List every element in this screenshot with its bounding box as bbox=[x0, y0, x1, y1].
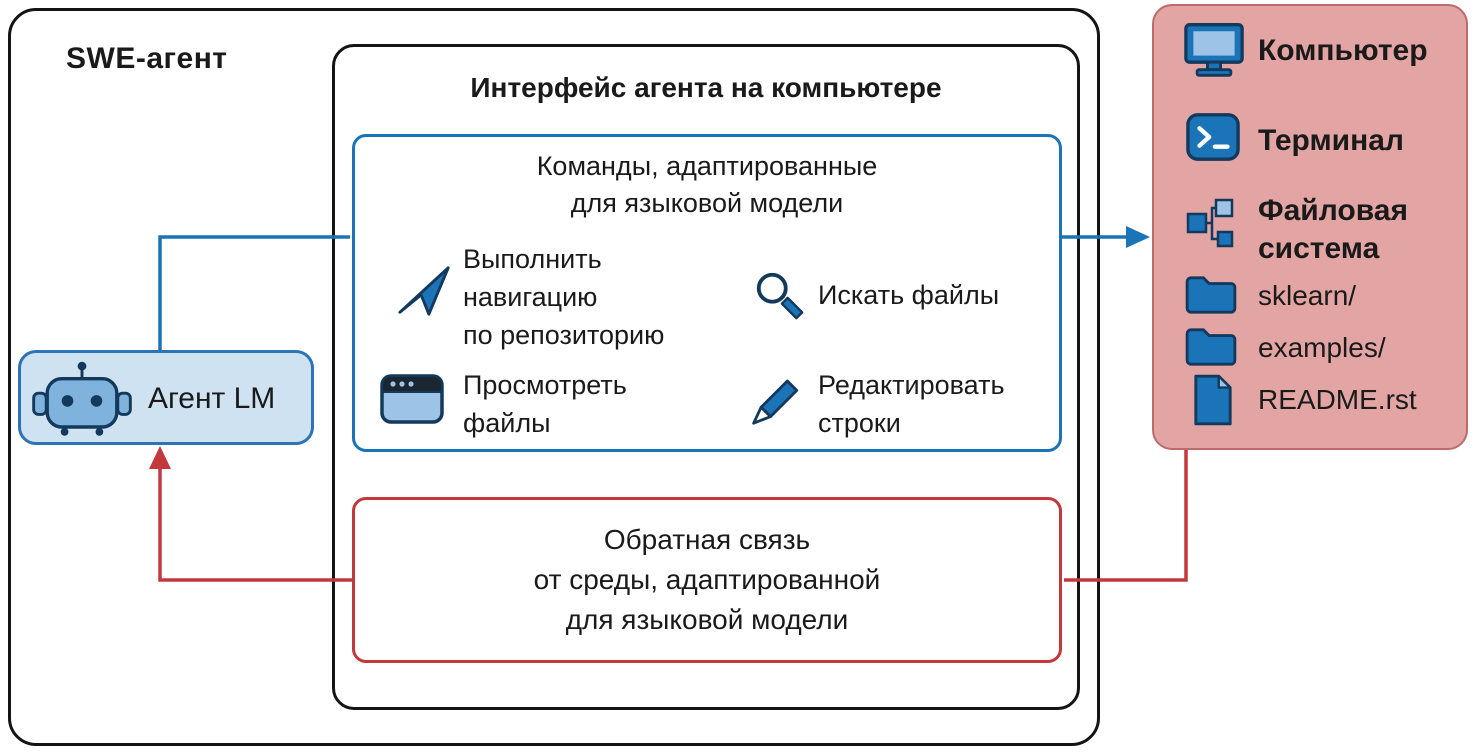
panel-computer-label: Компьютер bbox=[1258, 34, 1428, 67]
filesystem-icon bbox=[1186, 198, 1238, 250]
panel-examples-label: examples/ bbox=[1258, 332, 1386, 363]
commands-title: Команды, адаптированные для языковой мод… bbox=[536, 151, 878, 218]
folder-icon bbox=[1184, 326, 1238, 368]
panel-terminal-label: Терминал bbox=[1258, 124, 1404, 157]
monitor-icon bbox=[1184, 22, 1244, 78]
terminal-icon bbox=[1186, 112, 1240, 162]
cursor-icon bbox=[396, 262, 454, 320]
panel-filesystem-label: Файловая система bbox=[1258, 194, 1408, 265]
browser-window-icon bbox=[380, 374, 444, 424]
pencil-icon bbox=[748, 366, 808, 426]
blue-arrowhead bbox=[1126, 226, 1150, 248]
agent-lm-label: Агент LM bbox=[148, 382, 276, 415]
command-navigate-label: Выполнить навигацию по репозиторию bbox=[463, 244, 665, 350]
command-view-label: Просмотреть файлы bbox=[463, 370, 627, 438]
interface-title: Интерфейс агента на компьютере bbox=[470, 72, 942, 103]
folder-icon bbox=[1184, 274, 1238, 316]
panel-readme-label: README.rst bbox=[1258, 384, 1417, 415]
swe-agent-title: SWE-агент bbox=[66, 42, 228, 75]
feedback-text: Обратная связь от среды, адаптированной … bbox=[533, 524, 881, 635]
file-icon bbox=[1192, 374, 1234, 426]
feedback-box bbox=[352, 497, 1062, 663]
command-edit-label: Редактировать строки bbox=[818, 370, 1005, 438]
panel-sklearn-label: sklearn/ bbox=[1258, 280, 1357, 311]
magnifier-icon bbox=[752, 268, 806, 322]
command-search-label: Искать файлы bbox=[818, 280, 1000, 310]
commands-box bbox=[352, 134, 1062, 452]
robot-icon bbox=[24, 358, 140, 438]
